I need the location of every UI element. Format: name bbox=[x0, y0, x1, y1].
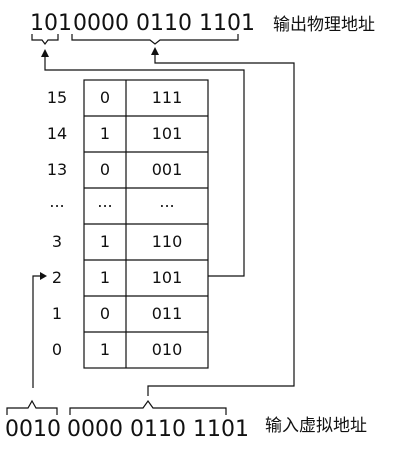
frame-number: 110 bbox=[152, 232, 183, 251]
frame-number: 111 bbox=[152, 88, 183, 107]
table-row: 0 1 010 bbox=[52, 340, 182, 359]
input-offset-bits: 0000 0110 1101 bbox=[67, 417, 249, 442]
output-label: 输出物理地址 bbox=[273, 15, 375, 35]
frame-number-arrow bbox=[41, 49, 245, 277]
valid-bit: 0 bbox=[100, 160, 110, 179]
row-index: 15 bbox=[47, 88, 67, 107]
frame-number: 010 bbox=[152, 340, 183, 359]
row-index: 14 bbox=[47, 124, 67, 143]
valid-bit: 1 bbox=[100, 340, 110, 359]
valid-bit: 1 bbox=[100, 232, 110, 251]
table-row: 3 1 110 bbox=[52, 232, 182, 251]
frame-number: 011 bbox=[152, 304, 183, 323]
frame-number: 001 bbox=[152, 160, 183, 179]
row-index: 3 bbox=[52, 232, 62, 251]
frame-number: 101 bbox=[152, 268, 183, 287]
valid-bit: 0 bbox=[100, 304, 110, 323]
row-index: 1 bbox=[52, 304, 62, 323]
table-row: 2 1 101 bbox=[52, 268, 182, 287]
input-page-bits: 0010 bbox=[5, 417, 61, 442]
page-table bbox=[83, 79, 209, 369]
row-index: 2 bbox=[52, 268, 62, 287]
frame-number: ... bbox=[159, 192, 174, 211]
valid-bit: 1 bbox=[100, 124, 110, 143]
valid-bit: 0 bbox=[100, 88, 110, 107]
valid-bit: ... bbox=[97, 192, 112, 211]
output-offset-brace bbox=[71, 34, 239, 45]
row-index: 0 bbox=[52, 340, 62, 359]
output-frame-brace bbox=[31, 34, 59, 45]
offset-copy-arrow bbox=[147, 47, 295, 396]
output-offset-bits: 0000 0110 1101 bbox=[73, 11, 255, 36]
page-lookup-arrow bbox=[32, 272, 47, 388]
input-offset-brace bbox=[69, 399, 227, 415]
input-page-brace bbox=[6, 399, 58, 415]
table-row: ... ... ... bbox=[49, 192, 174, 211]
row-index: 13 bbox=[47, 160, 67, 179]
table-row: 15 0 111 bbox=[47, 88, 182, 107]
output-frame-bits: 101 bbox=[30, 11, 72, 36]
valid-bit: 1 bbox=[100, 268, 110, 287]
table-row: 1 0 011 bbox=[52, 304, 182, 323]
row-index: ... bbox=[49, 192, 64, 211]
table-row: 14 1 101 bbox=[47, 124, 182, 143]
frame-number: 101 bbox=[152, 124, 183, 143]
table-row: 13 0 001 bbox=[47, 160, 182, 179]
input-label: 输入虚拟地址 bbox=[265, 416, 367, 436]
